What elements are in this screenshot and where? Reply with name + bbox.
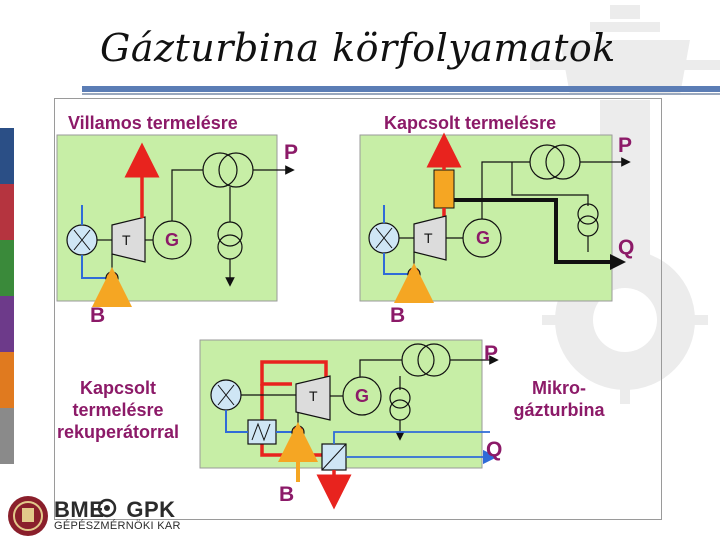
heat-exchanger-icon: [433, 169, 455, 209]
panel-3-power-label: P: [484, 342, 499, 365]
panel-3-turbine-label: T: [309, 388, 318, 404]
panel-1-fuel-label: B: [90, 304, 106, 327]
university-crest-icon: [8, 496, 48, 536]
sidebar-strip-6: [0, 408, 14, 464]
caption-line: gázturbina: [513, 400, 605, 420]
sidebar-strip-2: [0, 184, 14, 240]
panel-2-fuel-label: B: [390, 304, 406, 327]
slide-title: Gázturbina körfolyamatok: [100, 26, 616, 70]
turbine-icon: [111, 216, 146, 263]
panel-recuperated-cogeneration: [199, 339, 499, 510]
figure-frame: [54, 98, 662, 520]
watermark-ornament: [530, 5, 720, 404]
panel-1-header: Villamos termelésre: [68, 113, 238, 133]
panel-2-power-label: P: [618, 134, 633, 157]
caption-line: Kapcsolt: [79, 378, 157, 398]
caption-line: termelésre: [72, 400, 164, 420]
sidebar-strip-1: [0, 128, 14, 184]
recuperator-caption: Kapcsolt termelésre rekuperátorral: [38, 377, 198, 443]
panel-1-power-label: P: [284, 141, 299, 164]
micro-turbine-caption: Mikro- gázturbina: [494, 377, 624, 421]
logo-wordmark: BME GPK: [54, 497, 176, 523]
caption-line: Mikro-: [532, 378, 586, 398]
gear-icon: [97, 498, 117, 518]
panel-2-header: Kapcsolt termelésre: [384, 113, 557, 133]
title-rule-thin: [82, 93, 720, 95]
recuperator-icon: [247, 419, 277, 445]
panel-2-background: [359, 134, 613, 302]
panel-3-heat-label: Q: [486, 438, 503, 461]
panel-3-fuel-label: B: [279, 483, 295, 506]
sidebar-strip-4: [0, 296, 14, 352]
panel-1-turbine-label: T: [122, 232, 131, 248]
sidebar-strip-3: [0, 240, 14, 296]
sidebar-strip-5: [0, 352, 14, 408]
panel-3-generator-label: G: [355, 386, 370, 406]
logo-gpk: GPK: [126, 497, 176, 522]
logo-subtitle: GÉPÉSZMÉRNÖKI KAR: [54, 520, 181, 532]
title-rule: [82, 86, 720, 92]
panel-2-turbine-label: T: [424, 230, 433, 246]
panel-2-generator-label: G: [476, 228, 491, 248]
panel-electric-generation: [56, 134, 295, 307]
panel-1-background: [56, 134, 278, 302]
panel-cogeneration: [359, 132, 631, 303]
panel-2-heat-label: Q: [618, 236, 635, 259]
caption-line: rekuperátorral: [56, 422, 180, 442]
logo-bme: BME: [54, 497, 105, 522]
panel-1-generator-label: G: [165, 230, 180, 250]
